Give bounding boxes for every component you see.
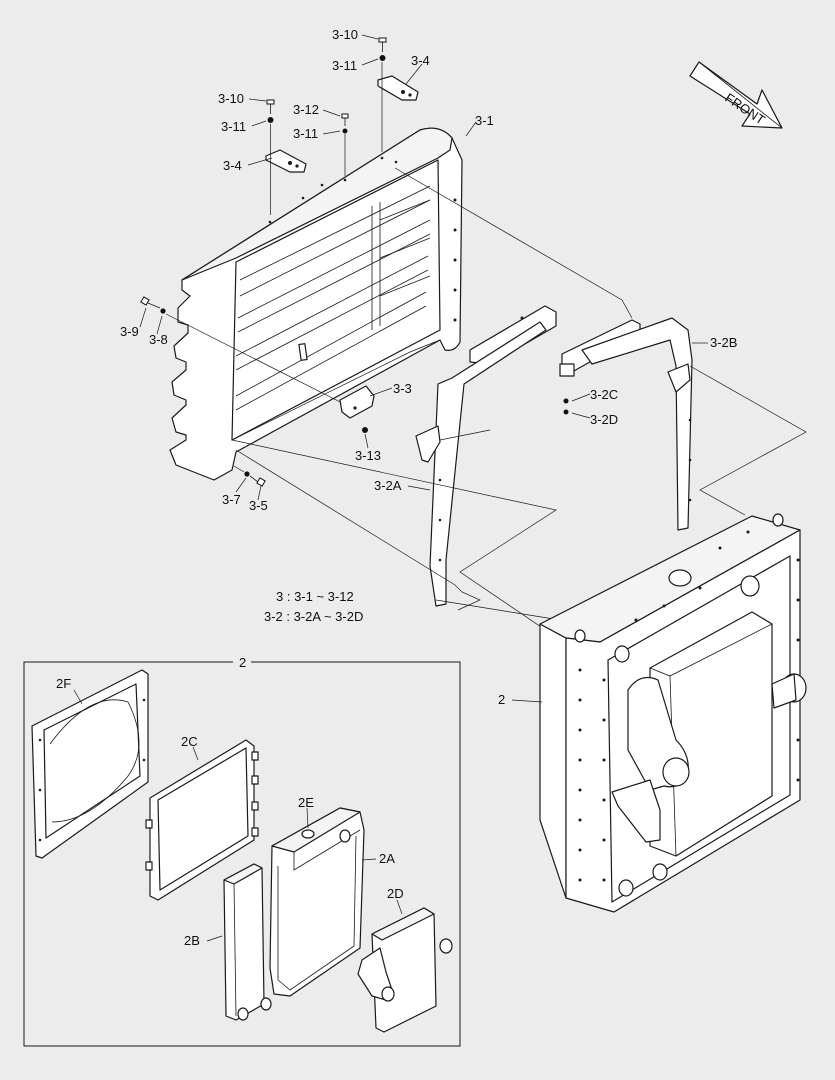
callout-labels: 3-10 3-11 3-4 3-10 3-11 3-12 3-11 3-4 3-… bbox=[56, 27, 737, 948]
inset-label-gap bbox=[233, 655, 251, 669]
label-3-9: 3-9 bbox=[120, 324, 139, 339]
label-3-10-upper: 3-10 bbox=[332, 27, 358, 42]
legend-line-1: 3 : 3-1 ~ 3-12 bbox=[276, 589, 354, 604]
stay-3-2a bbox=[415, 305, 557, 607]
washer-3-2c bbox=[563, 398, 569, 404]
intercooler-2b bbox=[223, 863, 272, 1021]
bolt-3-10-lower bbox=[266, 99, 275, 215]
label-2e: 2E bbox=[298, 795, 314, 810]
oil-cooler-2c bbox=[145, 739, 259, 901]
label-2f: 2F bbox=[56, 676, 71, 691]
label-3-10-lower: 3-10 bbox=[218, 91, 244, 106]
label-3-2a: 3-2A bbox=[374, 478, 402, 493]
label-3-4-upper: 3-4 bbox=[411, 53, 430, 68]
assembly-lines bbox=[231, 167, 807, 651]
fuel-cooler-2d bbox=[357, 907, 453, 1033]
label-3-3: 3-3 bbox=[393, 381, 412, 396]
label-3-8: 3-8 bbox=[149, 332, 168, 347]
label-3-2c: 3-2C bbox=[590, 387, 618, 402]
grille-3-1 bbox=[169, 127, 463, 481]
bolt-3-10-upper bbox=[378, 37, 387, 152]
hinge-bracket-3-4-lower bbox=[265, 149, 307, 173]
bolt-3-2d bbox=[563, 409, 569, 415]
label-3-13: 3-13 bbox=[355, 448, 381, 463]
label-3-11-upper: 3-11 bbox=[332, 58, 357, 73]
label-3-11-lower: 3-11 bbox=[221, 119, 246, 134]
radiator-assembly-2 bbox=[539, 513, 807, 913]
bolt-3-5 bbox=[233, 465, 266, 487]
front-direction-arrow: FRONT bbox=[689, 61, 783, 129]
label-2b: 2B bbox=[184, 933, 200, 948]
radiator-core-2a bbox=[269, 807, 365, 997]
label-2: 2 bbox=[498, 692, 505, 707]
label-3-2b: 3-2B bbox=[710, 335, 737, 350]
fan-shroud-2f bbox=[31, 669, 149, 859]
legend-line-2: 3-2 : 3-2A ~ 3-2D bbox=[264, 609, 363, 624]
label-3-1: 3-1 bbox=[475, 113, 494, 128]
label-3-4-lower: 3-4 bbox=[223, 158, 242, 173]
nut-3-13 bbox=[362, 427, 368, 433]
bolt-3-9 bbox=[140, 296, 361, 413]
label-3-2d: 3-2D bbox=[590, 412, 618, 427]
label-2a: 2A bbox=[379, 851, 395, 866]
label-2c: 2C bbox=[181, 734, 198, 749]
label-2d: 2D bbox=[387, 886, 404, 901]
inset-title: 2 bbox=[239, 655, 246, 670]
legend: 3 : 3-1 ~ 3-12 3-2 : 3-2A ~ 3-2D bbox=[264, 589, 363, 624]
leader-lines bbox=[73, 34, 708, 942]
stay-3-2b bbox=[559, 317, 693, 531]
hinge-bracket-3-4-upper bbox=[377, 75, 419, 101]
label-3-7: 3-7 bbox=[222, 492, 241, 507]
label-3-5: 3-5 bbox=[249, 498, 268, 513]
label-3-12: 3-12 bbox=[293, 102, 319, 117]
label-3-11-mid: 3-11 bbox=[293, 126, 318, 141]
bolt-3-12 bbox=[341, 113, 349, 176]
clip-3-3 bbox=[339, 385, 375, 419]
